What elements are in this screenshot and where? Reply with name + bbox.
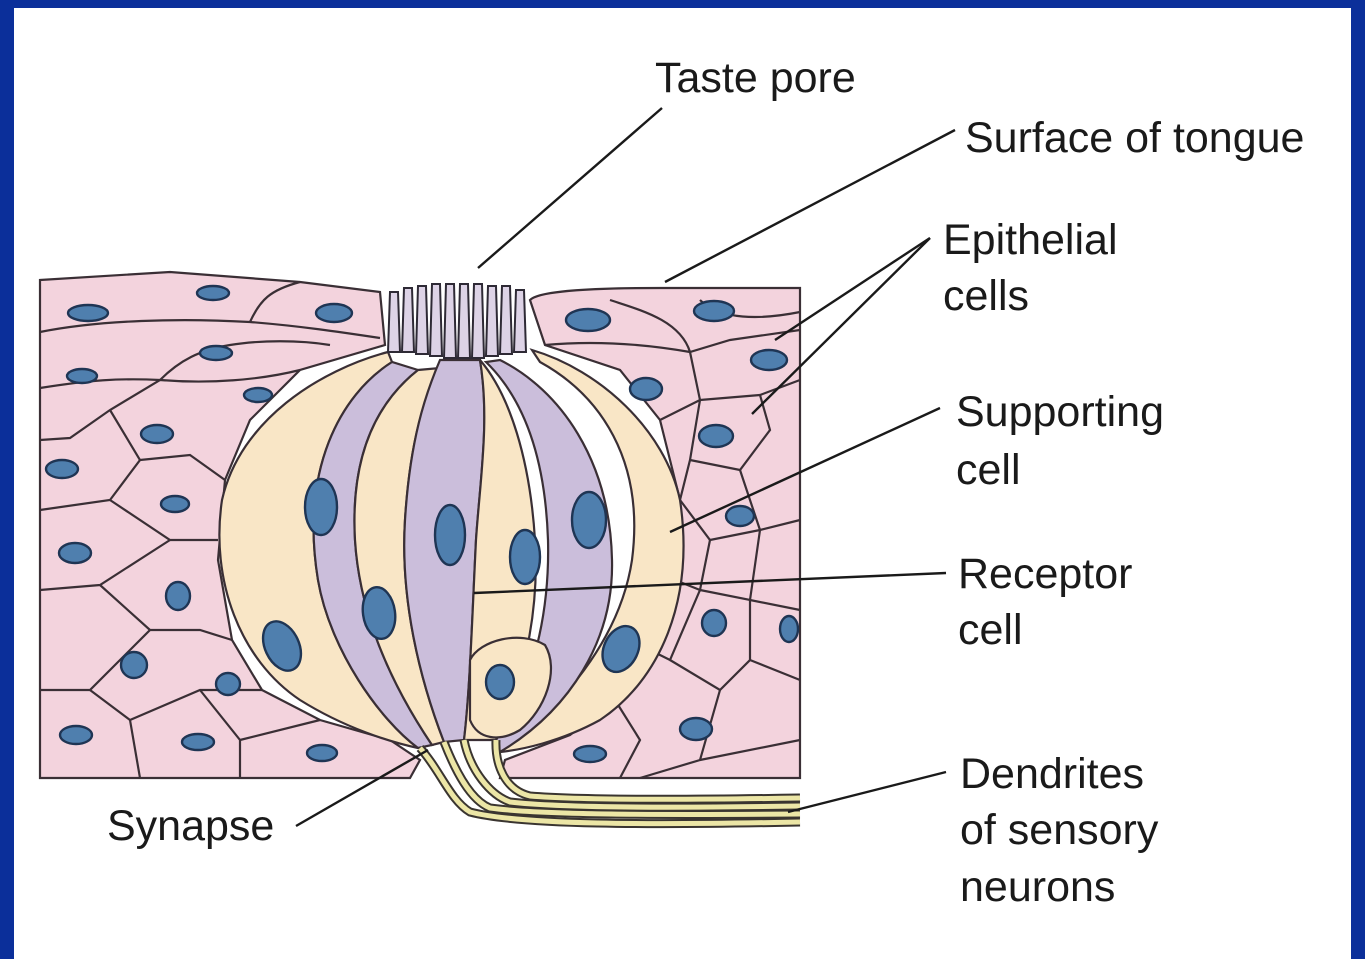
label-epithelial-line2: cells: [943, 272, 1029, 320]
label-synapse: Synapse: [107, 802, 274, 850]
nucleus: [216, 673, 240, 695]
leader-dendrites: [788, 772, 946, 812]
nucleus: [510, 530, 540, 584]
label-receptor-line2: cell: [958, 606, 1023, 654]
nucleus: [435, 505, 465, 565]
nucleus: [630, 378, 662, 400]
nucleus: [780, 616, 798, 642]
label-surface-of-tongue: Surface of tongue: [965, 114, 1304, 162]
nucleus: [305, 479, 337, 535]
nucleus: [67, 369, 97, 383]
nucleus: [197, 286, 229, 300]
nucleus: [60, 726, 92, 744]
nucleus: [59, 543, 91, 563]
nucleus: [141, 425, 173, 443]
nucleus: [182, 734, 214, 750]
nucleus: [699, 425, 733, 447]
nucleus: [726, 506, 754, 526]
nucleus: [694, 301, 734, 321]
microvilli: [388, 284, 526, 358]
label-receptor-line1: Receptor: [958, 550, 1132, 598]
nucleus: [574, 746, 606, 762]
nucleus: [161, 496, 189, 512]
label-epithelial-line1: Epithelial: [943, 216, 1118, 264]
nucleus: [46, 460, 78, 478]
nucleus: [486, 665, 514, 699]
leader-surface-of-tongue: [665, 130, 955, 282]
nucleus: [68, 305, 108, 321]
label-dendrites-line1: Dendrites: [960, 750, 1144, 798]
leader-taste-pore: [478, 108, 662, 268]
nucleus: [307, 745, 337, 761]
nucleus: [316, 304, 352, 322]
nucleus: [680, 718, 712, 740]
nucleus: [121, 652, 147, 678]
nucleus: [566, 309, 610, 331]
label-supporting-line2: cell: [956, 446, 1021, 494]
label-supporting-line1: Supporting: [956, 388, 1164, 436]
nucleus: [572, 492, 606, 548]
label-dendrites-line3: neurons: [960, 863, 1115, 911]
label-dendrites-line2: of sensory: [960, 806, 1159, 854]
nucleus: [200, 346, 232, 360]
nucleus: [166, 582, 190, 610]
nucleus: [702, 610, 726, 636]
nucleus: [751, 350, 787, 370]
label-taste-pore: Taste pore: [655, 54, 856, 102]
nucleus: [244, 388, 272, 402]
